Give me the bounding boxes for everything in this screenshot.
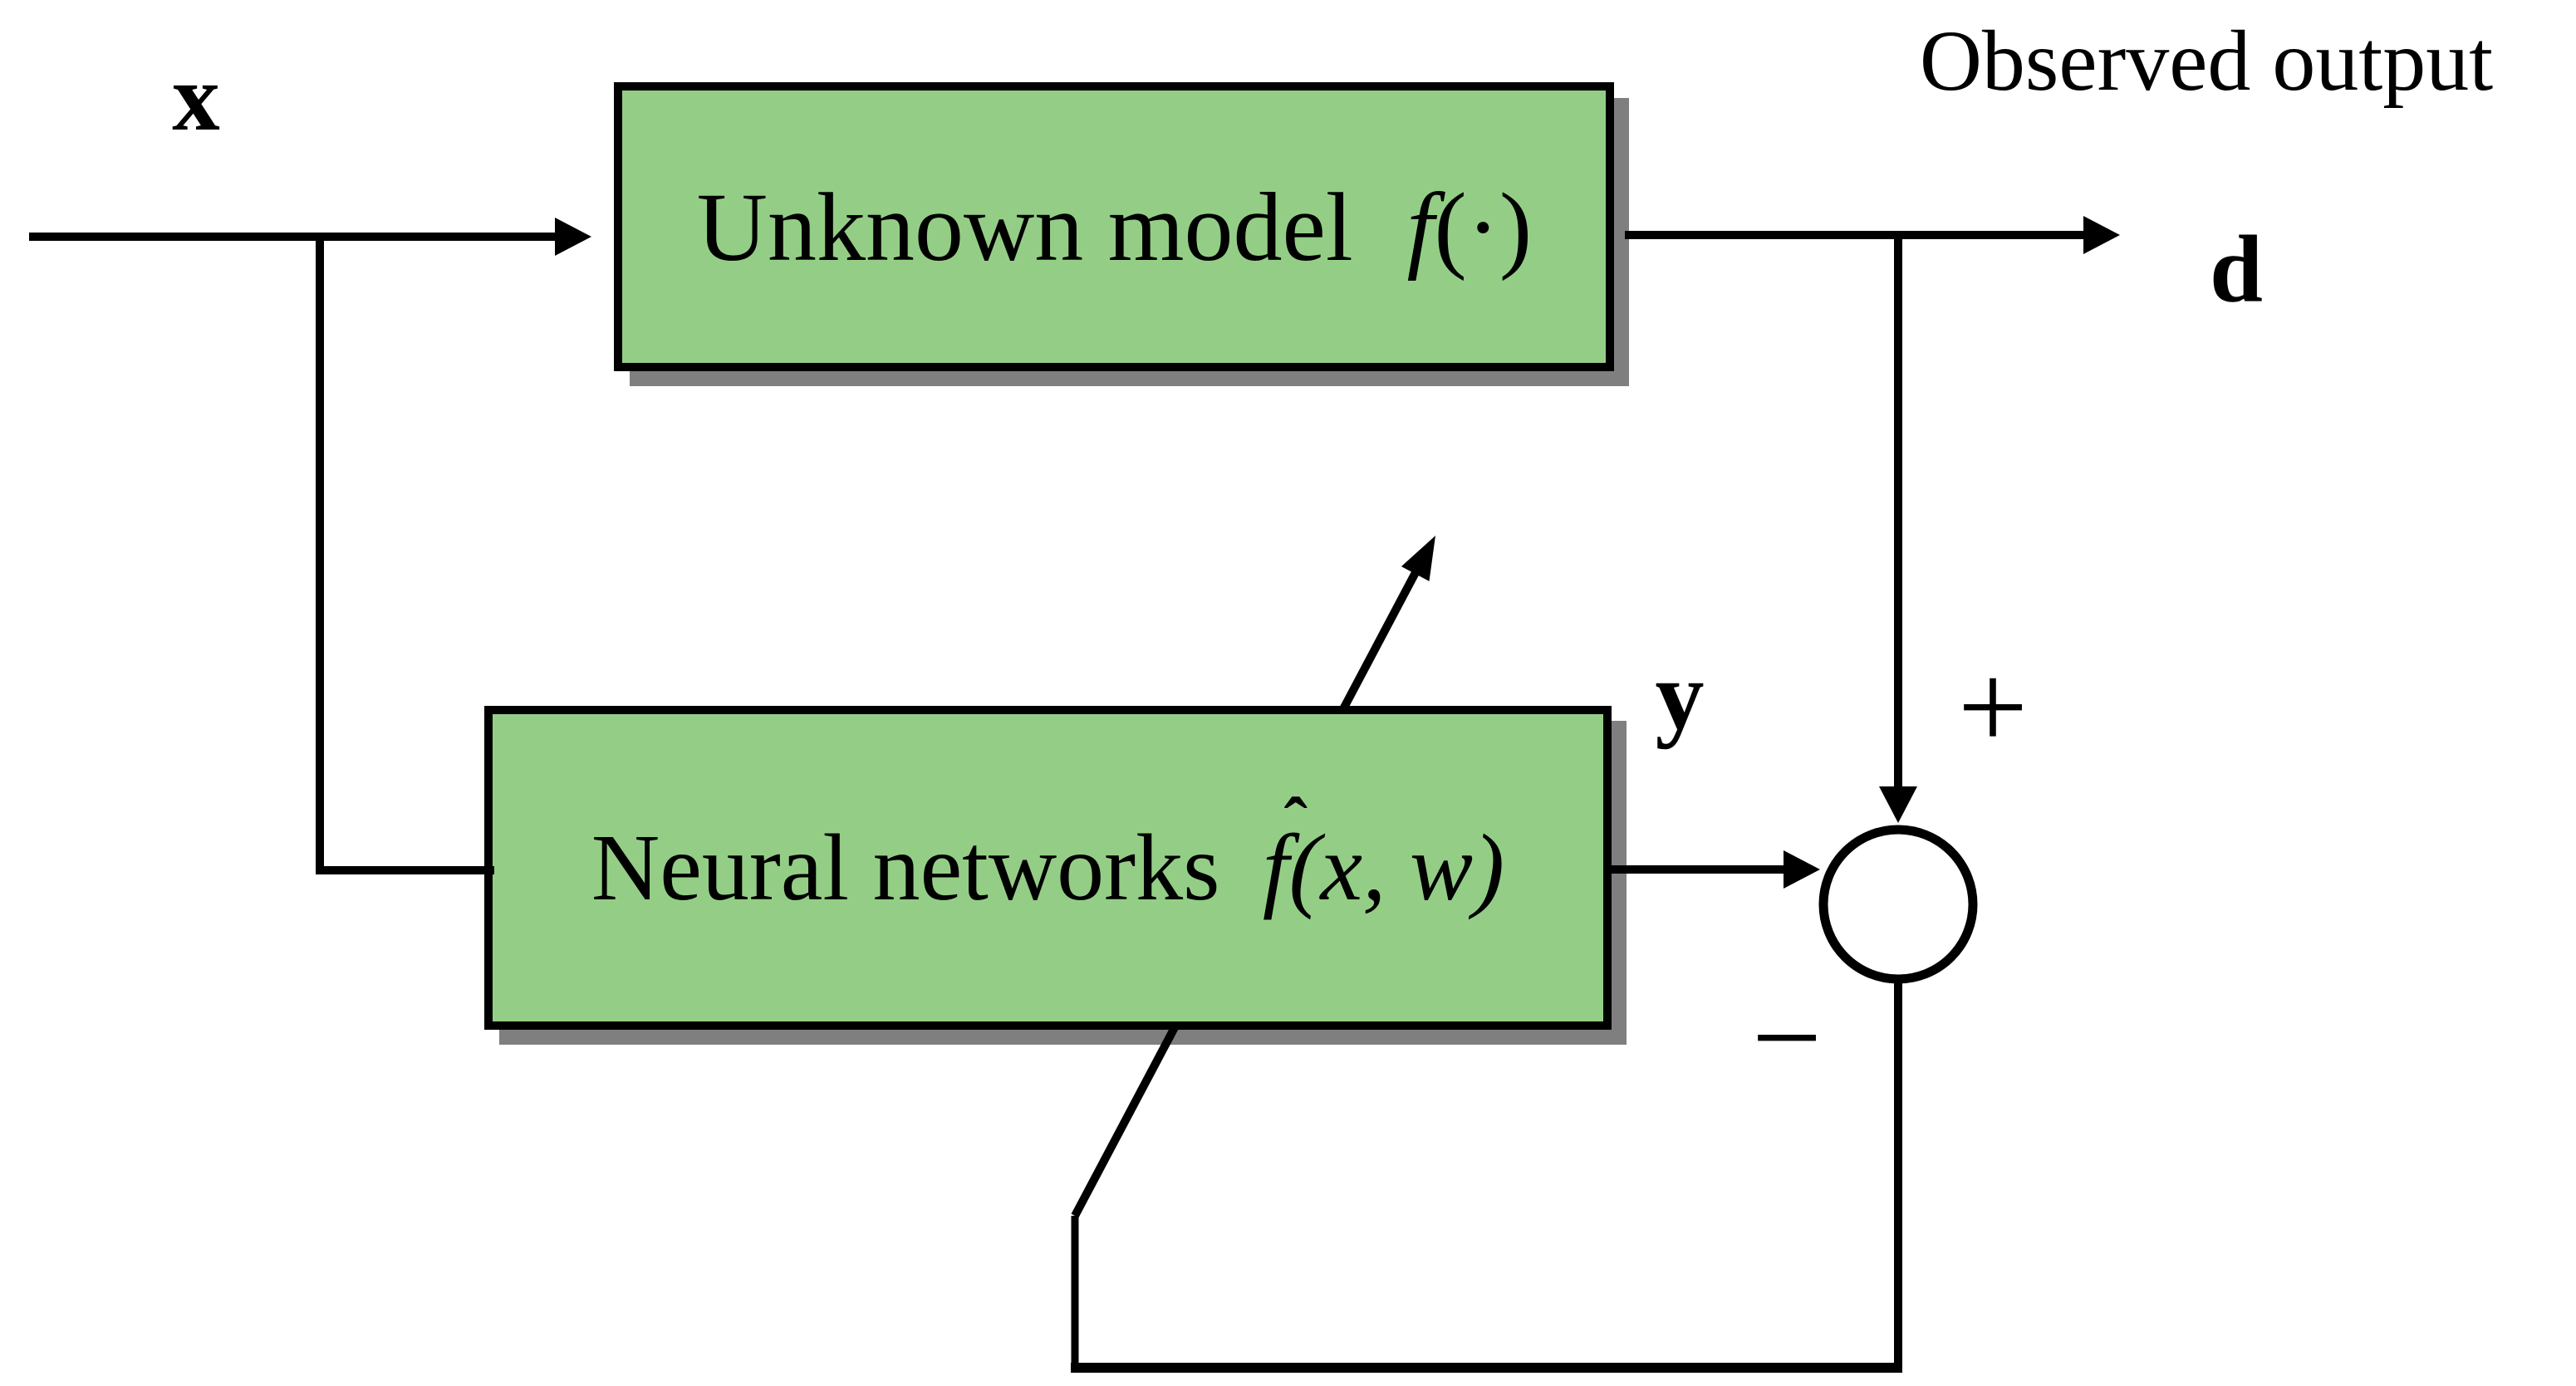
unknown-model-formula-args: (·) xyxy=(1434,172,1533,282)
neural-networks-box xyxy=(484,706,1612,1030)
adaptation-arrowhead-icon xyxy=(1401,536,1435,581)
unknown-model-box-label: Unknown model f (·) xyxy=(615,83,1614,371)
observed-drop-arrowhead-icon xyxy=(1879,786,1917,823)
nn-output-arrowhead-icon xyxy=(1784,850,1820,889)
nn-output-symbol: y xyxy=(1655,641,1705,750)
nn-formula-hat: ˆ xyxy=(1283,785,1308,864)
observed-output-arrowhead-icon xyxy=(2083,216,2120,254)
input-label: x xyxy=(172,45,220,150)
nn-formula-args: (x, w) xyxy=(1288,815,1505,920)
unknown-model-text: Unknown model xyxy=(696,172,1353,282)
neural-networks-text: Neural networks xyxy=(591,815,1220,920)
unknown-model-formula-f: f xyxy=(1406,172,1435,282)
plus-sign: + xyxy=(1957,638,2029,776)
summing-junction xyxy=(1818,825,1978,984)
observed-output-symbol: d xyxy=(2210,217,2263,322)
unknown-model-box xyxy=(614,82,1614,371)
minus-sign: − xyxy=(1751,968,1823,1107)
observed-output-caption: Observed output xyxy=(1919,13,2494,109)
nn-formula-f: f xyxy=(1262,815,1289,920)
input-arrowhead-icon xyxy=(555,218,591,256)
